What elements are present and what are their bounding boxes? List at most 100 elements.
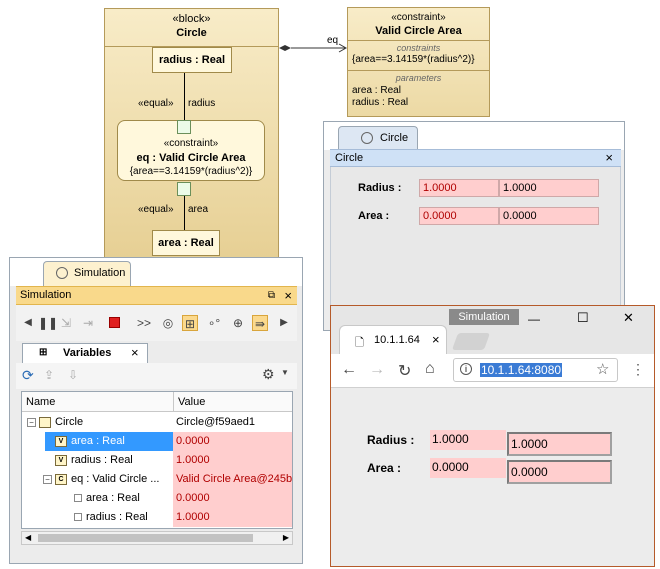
diagram-icon[interactable]: ∘° (207, 316, 221, 330)
simulation-title: Simulation (20, 289, 72, 301)
constraint-block-divider-1 (348, 40, 489, 41)
constraint-property-stereotype: «constraint» (163, 138, 219, 149)
tab-close-icon[interactable]: × (432, 332, 440, 347)
area-label: Area : (358, 210, 390, 222)
collapse-icon[interactable]: − (43, 475, 52, 484)
timer-icon[interactable]: ◎ (162, 316, 174, 330)
address-bar[interactable]: i 10.1.1.64:8080 ☆ (453, 358, 618, 382)
step-into-icon[interactable]: ⇲ (60, 316, 72, 330)
chevron-down-icon[interactable]: ▼ (281, 368, 289, 377)
show-tree-icon[interactable]: ⊞ (182, 315, 198, 331)
terminate-icon[interactable] (106, 315, 122, 331)
constraint-icon: C (55, 474, 67, 485)
lock-icon[interactable]: ⊕ (232, 316, 244, 330)
simulation-toolbar (16, 305, 297, 341)
step-over-icon[interactable]: ⇥ (82, 316, 94, 330)
simulation-tab-strip: Simulation (10, 258, 302, 286)
constraint-block[interactable]: «constraint» Valid Circle Area constrain… (347, 7, 490, 117)
block-icon (39, 417, 51, 428)
association-connector[interactable] (279, 40, 349, 56)
value-property-icon: V (55, 455, 67, 466)
constraint-property[interactable]: «constraint» eq : Valid Circle Area {are… (117, 120, 265, 181)
circle-panel-titlebar: Circle × (330, 149, 621, 167)
parameter-radius: radius : Real (352, 97, 409, 108)
url-text[interactable]: 10.1.1.64:8080 (480, 363, 563, 377)
window-close-icon[interactable]: ✕ (623, 310, 634, 325)
gear-icon[interactable]: ⚙ (262, 366, 275, 382)
association-label: eq (327, 35, 339, 46)
web-area-label: Area : (367, 461, 402, 475)
export-icon[interactable]: ⇛ (252, 315, 268, 331)
reload-icon[interactable]: ↻ (398, 363, 412, 380)
pause-icon[interactable]: ❚❚ (38, 316, 59, 330)
forward-icon[interactable]: → (369, 361, 385, 378)
constraint-port-radius[interactable] (177, 120, 191, 134)
table-row[interactable]: V area : Real 0.0000 (22, 432, 292, 451)
table-row[interactable]: V radius : Real 1.0000 (22, 451, 292, 470)
back-icon[interactable]: ← (341, 361, 357, 378)
column-value[interactable]: Value (178, 396, 206, 408)
web-area-value: 0.0000 (430, 458, 506, 478)
info-icon[interactable]: i (460, 363, 472, 375)
part-area[interactable]: area : Real (152, 230, 220, 256)
maximize-icon[interactable]: ☐ (577, 310, 589, 325)
scrollbar-thumb[interactable] (38, 534, 253, 542)
table-row[interactable]: area : Real 0.0000 (22, 489, 292, 508)
web-radius-input[interactable]: 1.0000 (507, 432, 612, 456)
radius-label: Radius : (358, 182, 402, 194)
row-value[interactable]: 0.0000 (173, 489, 292, 508)
constraint-property-expression: {area==3.14159*(radius^2)} (129, 166, 253, 177)
tab-variables-label: Variables (63, 347, 112, 359)
scroll-right-arrow-icon[interactable]: ▶ (282, 533, 289, 542)
binding-stereotype-bottom: «equal» (138, 204, 174, 215)
home-icon[interactable]: ⌂ (425, 360, 435, 377)
collapse-icon[interactable]: − (27, 418, 36, 427)
area-input[interactable]: 0.0000 (499, 207, 599, 225)
constraint-block-name: Valid Circle Area (375, 25, 462, 37)
scroll-left-arrow-icon[interactable]: ◀ (25, 533, 32, 542)
minimize-icon[interactable]: — (528, 312, 540, 326)
constraint-port-area[interactable] (177, 182, 191, 196)
star-icon[interactable]: ☆ (596, 361, 610, 378)
menu-icon[interactable]: ⋮ (631, 361, 645, 377)
page-icon: 🗋 (355, 337, 364, 349)
refresh-icon[interactable]: ⟳ (22, 367, 34, 383)
circle-panel-close-icon[interactable]: × (605, 150, 613, 165)
tab-circle[interactable]: Circle (338, 126, 418, 150)
horizontal-scrollbar[interactable]: ◀ ▶ (21, 531, 293, 545)
row-value[interactable]: 1.0000 (173, 508, 292, 527)
row-value[interactable]: 1.0000 (173, 451, 292, 470)
binding-connector-area[interactable] (184, 196, 185, 230)
scroll-right-icon[interactable]: ▶ (280, 317, 288, 328)
tab-variables[interactable]: ⊞ Variables × (22, 343, 148, 363)
row-value[interactable]: 0.0000 (173, 432, 292, 451)
web-radius-label: Radius : (367, 433, 415, 447)
column-name[interactable]: Name (26, 396, 56, 408)
row-value[interactable]: Valid Circle Area@245b5bc (173, 470, 292, 489)
binding-connector-radius[interactable] (184, 73, 185, 121)
radius-input[interactable]: 1.0000 (499, 179, 599, 197)
run-to-icon[interactable]: >> (136, 316, 151, 330)
restore-icon[interactable]: ⧉ (267, 290, 275, 301)
simulation-icon (56, 267, 68, 279)
table-row[interactable]: radius : Real 1.0000 (22, 508, 292, 527)
table-row[interactable]: − C eq : Valid Circle ... Valid Circle A… (22, 470, 292, 489)
scroll-left-icon[interactable]: ◀ (24, 317, 32, 328)
web-area-input[interactable]: 0.0000 (507, 460, 612, 484)
row-value[interactable]: Circle@f59aed1 (176, 416, 256, 428)
binding-stereotype-top: «equal» (138, 98, 174, 109)
simulation-close-icon[interactable]: × (284, 288, 292, 303)
table-row[interactable]: − Circle Circle@f59aed1 (22, 413, 292, 432)
row-name: eq : Valid Circle ... (71, 473, 160, 485)
part-radius[interactable]: radius : Real (152, 47, 232, 73)
tab-simulation[interactable]: Simulation (43, 261, 131, 286)
export-value-icon[interactable]: ⇪ (44, 368, 55, 382)
browser-tab[interactable]: 🗋 10.1.1.64 × (339, 325, 447, 354)
import-value-icon[interactable]: ⇩ (68, 368, 79, 382)
constraints-compartment-header: constraints (396, 43, 441, 53)
variables-close-icon[interactable]: × (131, 345, 139, 360)
parameter-icon (74, 494, 82, 502)
block-divider (105, 46, 278, 47)
new-tab-button[interactable] (451, 333, 491, 350)
value-property-icon: V (55, 436, 67, 447)
